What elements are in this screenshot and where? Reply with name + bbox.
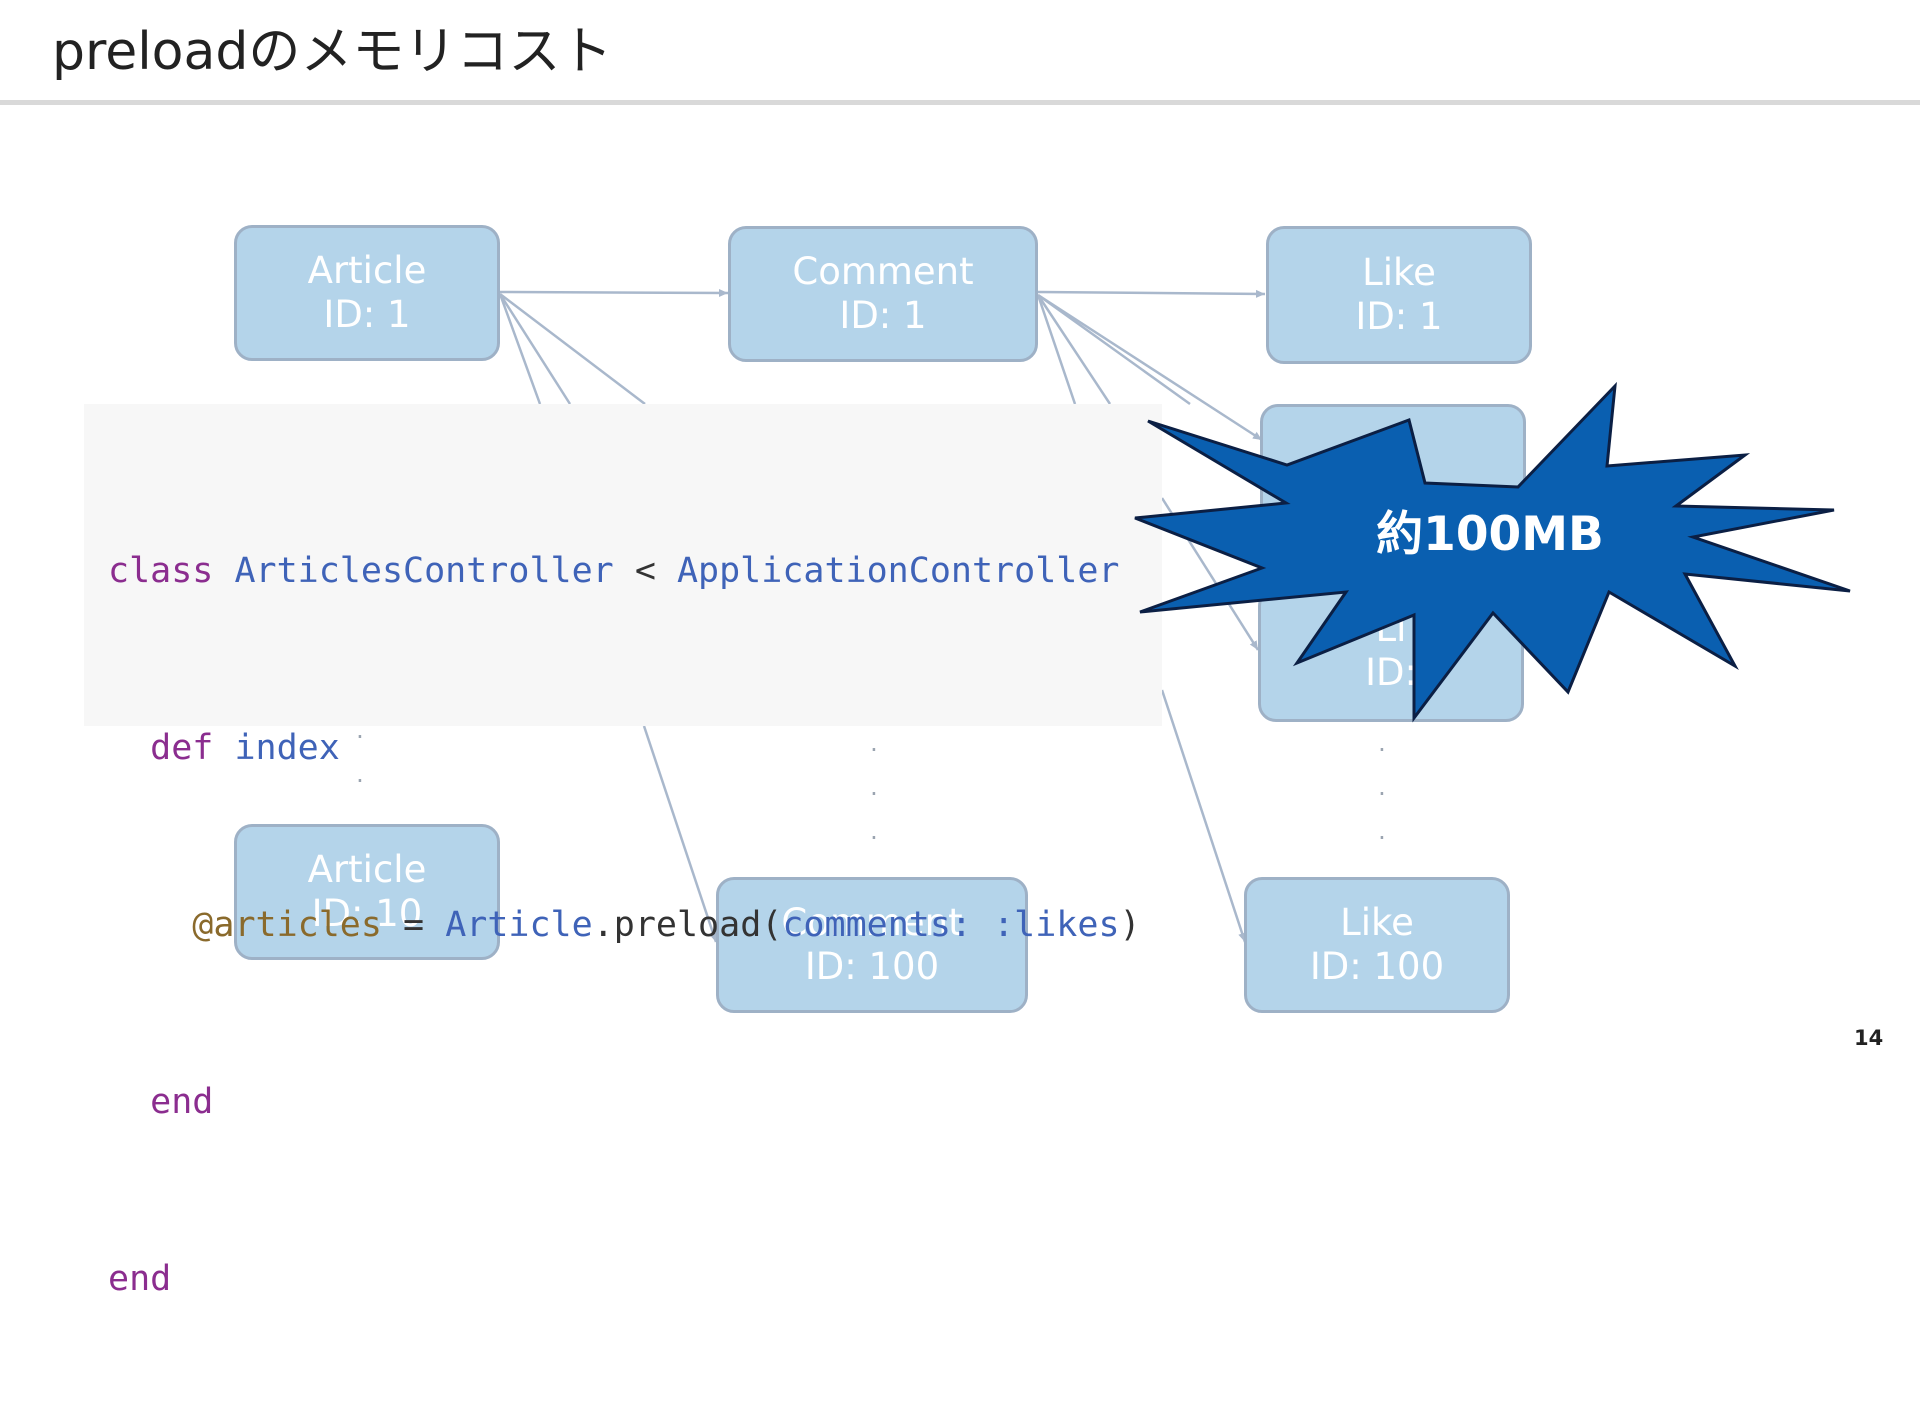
code-operator: <: [634, 551, 656, 591]
edge-comment1-fan-2: [1036, 294, 1112, 405]
code-keyword: end: [108, 1259, 172, 1299]
code-line-5: end: [108, 1250, 1162, 1309]
node-id: ID: 100: [804, 945, 940, 988]
node-comment-100: Comment ID: 100: [716, 877, 1028, 1013]
node-article-1: Article ID: 1: [234, 225, 500, 361]
node-article-10: Article ID: 10: [234, 824, 500, 960]
node-id: ID: 100: [1309, 945, 1445, 988]
node-label: Like: [1362, 251, 1436, 294]
starburst-callout: [1134, 381, 1851, 723]
ellipsis-comments: ···: [870, 736, 878, 852]
edge-to-like100: [1160, 689, 1247, 943]
edge-article1-fan-2: [498, 293, 572, 405]
title-divider: [0, 100, 1920, 105]
node-label: Article: [307, 848, 427, 891]
node-id: ID: 1: [839, 294, 927, 337]
code-method-name: index: [234, 728, 340, 768]
memory-cost-label: 約100MB: [1376, 507, 1604, 562]
node-id: ID: 10: [311, 892, 423, 935]
node-label: Article: [307, 249, 427, 292]
node-like-1: Like ID: 1: [1266, 226, 1532, 364]
code-line-4: end: [108, 1073, 1162, 1132]
node-like-100: Like ID: 100: [1244, 877, 1510, 1013]
slide-title: preloadのメモリコスト: [52, 22, 613, 82]
node-label: Like: [1340, 901, 1414, 944]
code-close-paren: ): [1119, 905, 1141, 945]
code-keyword: class: [108, 551, 214, 591]
edge-article1-fan-1: [498, 293, 542, 405]
code-keyword: def: [150, 728, 214, 768]
edge-comment1-fan-1: [1036, 294, 1077, 405]
ellipsis-likes: ···: [1378, 736, 1386, 852]
code-line-1: class ArticlesController < ApplicationCo…: [108, 542, 1162, 601]
node-comment-1: Comment ID: 1: [728, 226, 1038, 362]
node-id: ID:: [1365, 651, 1417, 694]
code-symbol: :likes: [993, 905, 1120, 945]
edge-article1-fan-3: [499, 293, 646, 405]
code-class-ref: Article: [445, 905, 593, 945]
ellipsis-articles: ··: [356, 723, 364, 795]
code-class-name: ArticlesController: [234, 551, 614, 591]
code-line-3: @articles = Article.preload(comments: :l…: [108, 896, 1162, 955]
node-id: ID: 1: [323, 293, 411, 336]
page-number: 14: [1854, 1026, 1884, 1050]
node-label: Comment: [781, 901, 963, 944]
node-id: ID: 1: [1355, 295, 1443, 338]
code-keyword: end: [150, 1082, 214, 1122]
edge-comment1-like2: [1037, 293, 1263, 442]
code-method-call: .preload(: [592, 905, 783, 945]
node-label: Comment: [792, 250, 974, 293]
code-line-2: def index: [108, 719, 1162, 778]
edge-comment1-like1: [1037, 289, 1266, 298]
code-hash-key: comments:: [782, 905, 973, 945]
slide: preloadのメモリコスト Article ID: 1 Articl: [0, 22, 1920, 1299]
edge-to-comment100: [642, 725, 718, 943]
edge-comment1-fan-3: [1037, 293, 1191, 406]
starburst-shape: [1134, 381, 1851, 723]
code-parent-class: ApplicationController: [676, 551, 1120, 591]
code-instance-var: @articles: [192, 905, 382, 945]
edge-article1-comment1: [499, 288, 729, 297]
code-operator: =: [403, 905, 425, 945]
